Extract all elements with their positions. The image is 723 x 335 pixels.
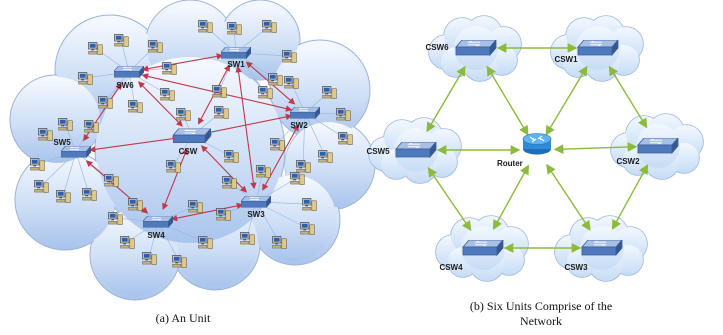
network-switch-icon [221,47,251,59]
unit-label-csw6: CSW6 [425,43,449,52]
switch-label-sw5: SW5 [53,138,71,147]
network-switch-icon [637,138,679,154]
network-link [546,163,591,231]
caption-right-line2: Network [520,314,562,328]
switch-link [262,124,299,191]
network-link [553,142,638,155]
switch-link [141,53,224,72]
network-switch-icon [143,216,173,228]
router-icon [522,133,552,155]
network-switch-icon [290,107,320,119]
device-link [304,112,326,157]
network-link [608,65,648,129]
network-links [426,43,649,253]
unit-label-csw5: CSW5 [366,147,390,156]
switch-label-sw6: SW6 [116,81,134,90]
router-label: Router [497,159,523,168]
unit-label-csw3: CSW3 [564,263,588,272]
device-link [62,151,77,197]
switch-link [235,65,257,190]
caption-right-line1: (b) Six Units Comprise of the [470,299,612,313]
network-switch-icon [173,128,211,143]
network-link [427,167,472,231]
switch-label-sw3: SW3 [247,210,265,219]
network-switch-icon [61,146,91,158]
device-link [255,201,280,243]
switch-label-csw: CSW [179,147,198,156]
caption-left: (a) An Unit [156,311,211,325]
switch-label-sw1: SW1 [227,60,245,69]
router: Router [497,133,552,168]
switch-link [170,202,244,222]
network-switch-icon [241,196,271,208]
network-link [545,65,588,136]
device-link [148,221,159,259]
switch-link [88,135,180,153]
network-link [426,65,466,133]
switch-link [162,147,188,211]
network-switch-icon [455,40,497,56]
network-switch-icon [581,240,623,256]
unit-label-csw4: CSW4 [439,263,463,272]
network-link [492,164,529,230]
network-switch-icon [462,240,504,256]
network-switch-icon [114,66,144,78]
switch-label-sw4: SW4 [147,231,165,240]
network-link [611,164,649,230]
unit-label-csw2: CSW2 [616,157,640,166]
network-switch-icon [577,40,619,56]
switch-label-sw2: SW2 [290,121,308,130]
network-link [486,65,529,136]
unit-label-csw1: CSW1 [554,55,578,64]
network-switch-icon [395,142,437,158]
